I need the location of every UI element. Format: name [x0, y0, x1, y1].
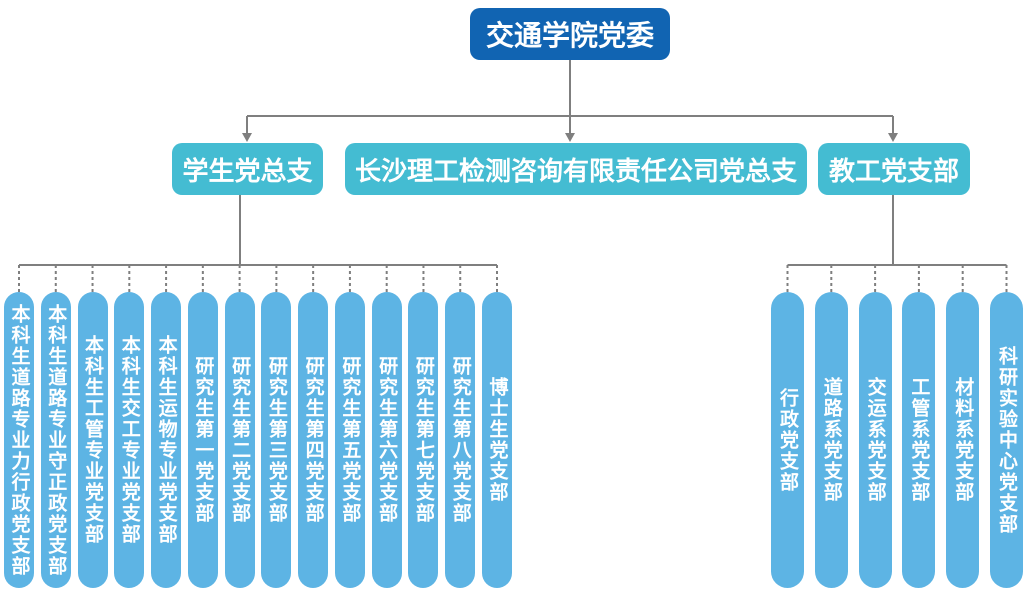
student-branch-pill: 本科生交工专业党支部 [114, 292, 145, 588]
student-branch-pill-label: 研究生第一党支部 [192, 356, 214, 524]
faculty-branch-pill-label: 道路系党支部 [820, 377, 842, 503]
faculty-branch-pill-label: 科研实验中心党支部 [995, 345, 1017, 535]
student-branches-group: 本科生道路专业力行政党支部本科生道路专业守正政党支部本科生工管专业党支部本科生交… [4, 292, 512, 588]
student-branch-pill-label: 研究生第五党支部 [339, 356, 361, 524]
node-faculty-party-branch: 教工党支部 [818, 143, 970, 195]
student-branch-pill: 本科生运物专业党支部 [151, 292, 182, 588]
student-branch-pill-label: 研究生第三党支部 [265, 356, 287, 524]
student-branch-pill-label: 研究生第二党支部 [229, 356, 251, 524]
faculty-branch-pill: 道路系党支部 [814, 292, 848, 588]
faculty-branch-pill-label: 行政党支部 [777, 387, 798, 493]
student-branch-pill: 研究生第六党支部 [371, 292, 402, 588]
student-branch-pill: 本科生道路专业力行政党支部 [4, 292, 34, 588]
faculty-branch-pill-label: 工管系党支部 [908, 377, 930, 503]
faculty-branch-pill: 交运系党支部 [858, 292, 892, 588]
node-root-party-committee: 交通学院党委 [470, 8, 670, 60]
student-branch-pill: 本科生工管专业党支部 [77, 292, 108, 588]
faculty-branch-pill: 行政党支部 [771, 292, 804, 588]
student-branch-pill: 研究生第一党支部 [187, 292, 218, 588]
student-branch-pill-label: 本科生交工专业党支部 [118, 335, 140, 545]
student-branch-pill: 研究生第三党支部 [261, 292, 292, 588]
student-branch-pill-label: 研究生第七党支部 [412, 356, 434, 524]
faculty-branch-pill: 科研实验中心党支部 [989, 292, 1023, 588]
node-student-party-general-branch: 学生党总支 [172, 143, 323, 195]
student-branch-pill-label: 本科生工管专业党支部 [82, 335, 104, 545]
student-branch-pill: 研究生第七党支部 [408, 292, 439, 588]
student-branch-pill-label: 研究生第八党支部 [449, 356, 471, 524]
faculty-branch-pill-label: 交运系党支部 [864, 377, 886, 503]
student-branch-pill-label: 本科生道路专业力行政党支部 [8, 303, 30, 577]
student-branch-pill-label: 博士生党支部 [486, 377, 508, 503]
faculty-branches-group: 行政党支部 道路系党支部交运系党支部工管系党支部材料系党支部科研实验中心党支部 [771, 292, 1023, 588]
faculty-branch-pill: 工管系党支部 [902, 292, 936, 588]
student-branch-pill-label: 研究生第四党支部 [302, 356, 324, 524]
node-company-party-general-branch: 长沙理工检测咨询有限责任公司党总支 [345, 143, 807, 195]
student-branch-pill: 本科生道路专业守正政党支部 [40, 292, 71, 588]
student-branch-pill: 研究生第八党支部 [445, 292, 476, 588]
student-branch-pill-label: 本科生运物专业党支部 [155, 335, 177, 545]
faculty-branch-pill: 材料系党支部 [946, 292, 980, 588]
student-branch-pill: 博士生党支部 [481, 292, 512, 588]
student-branch-pill-label: 研究生第六党支部 [376, 356, 398, 524]
student-branch-pill: 研究生第二党支部 [224, 292, 255, 588]
faculty-branch-pill-label: 材料系党支部 [952, 377, 974, 503]
student-branch-pill-label: 本科生道路专业守正政党支部 [45, 303, 67, 577]
student-branch-pill: 研究生第五党支部 [334, 292, 365, 588]
student-branch-pill: 研究生第四党支部 [298, 292, 329, 588]
